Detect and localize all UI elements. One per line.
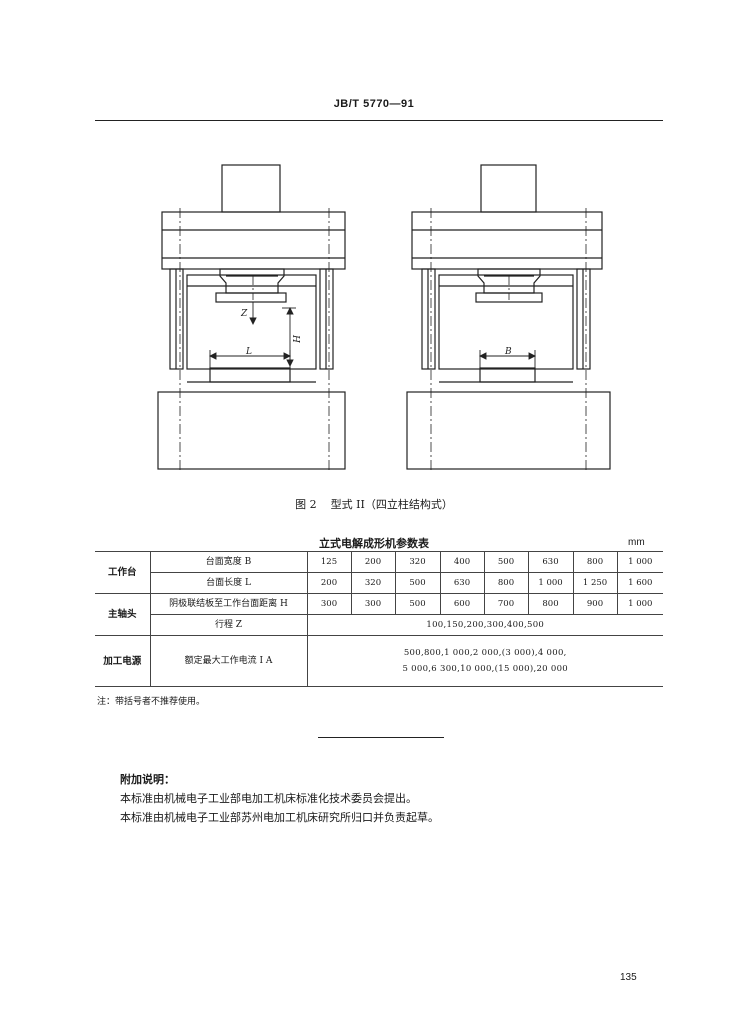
worktable [209,367,291,383]
cell-current-values: 500,800,1 000,2 000,(3 000),4 000, 5 000… [306,635,663,687]
inner-frame [438,274,574,370]
cell-width-1: 125 [306,551,352,573]
cathode-plate [215,292,287,303]
cell-length-1: 200 [306,572,352,594]
figure-caption: 图 2 型式 II（四立柱结构式） [0,496,748,512]
table-row-current: 加工电源 额定最大工作电流 I A 500,800,1 000,2 000,(3… [95,635,663,687]
cell-length-4: 630 [439,572,485,594]
drive-housing [221,164,281,213]
table-note: 注：带括号者不推荐使用。 [97,697,206,707]
cell-length-6: 1 000 [527,572,574,594]
worktable [479,367,536,383]
cell-length-3: 500 [394,572,441,594]
cell-length-5: 800 [483,572,529,594]
header-rule [95,120,663,121]
table-unit: mm [628,537,645,548]
appendix-line-2: 本标准由机械电子工业部苏州电加工机床研究所归口并负责起草。 [120,811,439,824]
spindle-head [219,268,285,294]
group-worktable: 工作台 [95,551,151,594]
figure-left-machine-diagram: Z H L [157,164,346,470]
inner-frame [186,274,317,370]
section-divider [318,737,444,738]
appendix: 附加说明： 本标准由机械电子工业部电加工机床标准化技术委员会提出。 本标准由机械… [120,770,439,827]
table-row-width: 工作台 台面宽度 B 125 200 320 400 500 630 800 1… [95,551,663,594]
cell-stroke-values: 100,150,200,300,400,500 [306,614,663,636]
cell-width-2: 200 [350,551,396,573]
cell-width-7: 800 [572,551,618,573]
cell-height-8: 1 000 [616,593,663,615]
cell-length-7: 1 250 [572,572,618,594]
cell-width-8: 1 000 [616,551,663,573]
appendix-line-1: 本标准由机械电子工业部电加工机床标准化技术委员会提出。 [120,792,417,805]
table-row-stroke: 行程 Z 100,150,200,300,400,500 [95,614,663,636]
table-title: 立式电解成形机参数表 [319,537,429,550]
figure-right-machine-diagram: B [406,164,611,470]
page-number: 135 [620,972,637,983]
cell-width-5: 500 [483,551,529,573]
dimension-label-b: B [504,347,512,357]
dimension-label-l: L [245,347,252,357]
cell-width-3: 320 [394,551,441,573]
cell-length-8: 1 600 [616,572,663,594]
param-label-stroke: 行程 Z [150,614,308,636]
current-values-line-1: 500,800,1 000,2 000,(3 000),4 000, [403,648,567,658]
group-power: 加工电源 [95,635,151,687]
upper-crossbeam [161,211,346,270]
dimension-label-h: H [290,334,300,343]
param-label-width: 台面宽度 B [149,551,308,573]
group-spindle: 主轴头 [95,593,151,636]
drive-housing [480,164,537,213]
page-header-standard-code: JB/T 5770—91 [333,98,415,110]
dimension-label-z: Z [240,309,248,319]
cell-height-6: 800 [527,593,574,615]
appendix-heading: 附加说明： [120,773,175,786]
current-values-line-2: 5 000,6 300,10 000,(15 000),20 000 [402,664,569,674]
machine-base [406,391,611,470]
cell-width-6: 630 [527,551,574,573]
cell-height-4: 600 [439,593,485,615]
cell-height-1: 300 [306,593,352,615]
table-row-height: 主轴头 阴极联结板至工作台面距离 H 300 300 500 600 700 8… [95,593,663,636]
param-label-length: 台面长度 L [150,572,308,594]
cell-width-4: 400 [439,551,485,573]
cell-height-3: 500 [394,593,441,615]
param-label-current: 额定最大工作电流 I A [149,635,308,687]
figure-title: 型式 II（四立柱结构式） [330,498,453,511]
param-label-height: 阴极联结板至工作台面距离 H [149,593,308,615]
cell-height-7: 900 [572,593,618,615]
parameter-table: 工作台 台面宽度 B 125 200 320 400 500 630 800 1… [95,551,663,687]
figure-number: 图 2 [295,498,317,511]
upper-crossbeam [411,211,603,270]
cell-length-2: 320 [350,572,396,594]
machine-base [157,391,346,470]
table-row-length: 台面长度 L 200 320 500 630 800 1 000 1 250 1… [95,572,663,594]
cell-height-2: 300 [350,593,396,615]
cell-height-5: 700 [483,593,529,615]
